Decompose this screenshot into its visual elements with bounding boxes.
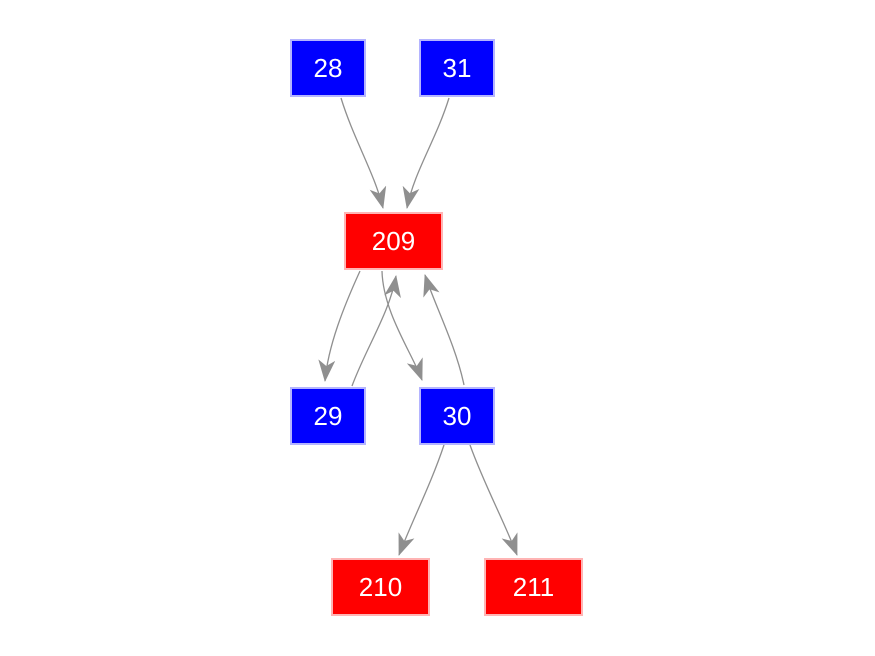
node-210[interactable]: 210 xyxy=(331,558,430,616)
node-label: 211 xyxy=(512,572,555,602)
node-209[interactable]: 209 xyxy=(344,212,443,270)
edge-29-209 xyxy=(351,275,401,387)
node-label: 31 xyxy=(442,53,472,83)
edge-30-211 xyxy=(469,444,518,556)
node-29[interactable]: 29 xyxy=(290,387,366,445)
edge-31-209 xyxy=(402,97,450,209)
node-label: 29 xyxy=(313,401,343,431)
edge-209-30 xyxy=(381,270,423,381)
node-211[interactable]: 211 xyxy=(484,558,583,616)
node-30[interactable]: 30 xyxy=(419,387,495,445)
edge-209-29 xyxy=(318,270,361,382)
node-28[interactable]: 28 xyxy=(290,39,366,97)
node-31[interactable]: 31 xyxy=(419,39,495,97)
edge-30-210 xyxy=(398,444,445,556)
edge-30-209 xyxy=(423,274,465,386)
node-label: 28 xyxy=(313,53,343,83)
edge-28-209 xyxy=(340,97,387,209)
node-label: 209 xyxy=(371,226,416,256)
node-label: 30 xyxy=(442,401,472,431)
node-label: 210 xyxy=(358,572,403,602)
